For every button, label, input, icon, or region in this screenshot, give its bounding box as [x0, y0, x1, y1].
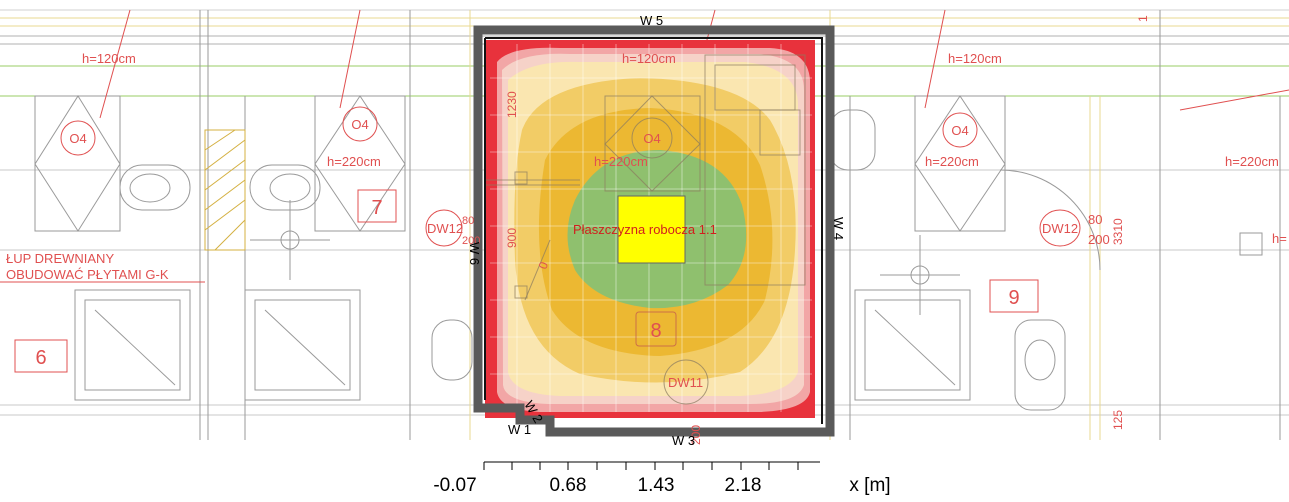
height-labels: h=120cm h=120cm h=120cm h=220cm h=220cm …: [82, 51, 1287, 246]
height-label-door-center: h=220cm: [594, 154, 648, 169]
height-label-door-left: h=220cm: [327, 154, 381, 169]
structural-note: ŁUP DREWNIANY OBUDOWAĆ PŁYTAMI G-K: [6, 251, 169, 282]
window-tag-left: O4: [69, 131, 86, 146]
x-axis: [483, 461, 820, 470]
height-label-door-far-right: h=220cm: [1225, 154, 1279, 169]
door-tag-right-circle: [1039, 209, 1081, 247]
door-tag-left-circle: [425, 209, 463, 247]
wall-label-right: W 4: [831, 217, 846, 240]
height-label-window-center: h=120cm: [622, 51, 676, 66]
workplane-rectangle: [617, 195, 686, 264]
dimension-900: 900: [505, 228, 519, 248]
x-tick-label-2: 0.68: [550, 475, 587, 496]
door-size-left-top: 80: [462, 215, 474, 227]
wall-label-top: W 5: [640, 13, 663, 28]
room-number-6: 6: [35, 347, 46, 369]
dimension-125: 125: [1111, 410, 1125, 430]
room-walls: [473, 25, 835, 437]
window-tags: [60, 106, 978, 156]
height-label-far-right-clip: h=: [1272, 231, 1287, 246]
room-number-9: 9: [1008, 287, 1019, 309]
height-label-door-right: h=220cm: [925, 154, 979, 169]
room-overlay: [485, 54, 806, 405]
height-label-window-right: h=120cm: [948, 51, 1002, 66]
window-tag-room: O4: [643, 131, 660, 146]
dimension-1: 1: [1136, 15, 1150, 22]
wall-label-left: W 6: [467, 242, 482, 265]
window-tag-center-left: O4: [351, 117, 368, 132]
room-numbers: [14, 189, 1039, 373]
door-size-right-top: 80: [1088, 212, 1102, 227]
dimension-200: 200: [689, 425, 703, 445]
room-number-8: 8: [650, 320, 661, 342]
dimension-3310: 3310: [1111, 218, 1125, 245]
workplane-label: Płaszczyzna robocza 1.1: [573, 222, 717, 237]
dimension-0: 0: [536, 260, 552, 271]
window-tag-right: O4: [951, 123, 968, 138]
room-number-7: 7: [371, 197, 382, 219]
x-tick-label-1: -0.07: [433, 475, 476, 496]
x-axis-label: x [m]: [849, 475, 890, 496]
x-tick-label-3: 1.43: [638, 475, 675, 496]
calc-grid: [490, 44, 812, 412]
door-tag-right: DW12: [1042, 221, 1078, 236]
door-size-right-bottom: 200: [1088, 232, 1110, 247]
height-label-window-left: h=120cm: [82, 51, 136, 66]
note-line-2: OBUDOWAĆ PŁYTAMI G-K: [6, 267, 169, 282]
door-size-left-bottom: 200: [462, 235, 480, 247]
note-line-1: ŁUP DREWNIANY: [6, 251, 114, 266]
wall-label-bottom-left: W 1: [508, 422, 531, 437]
wall-label-bottom: W 3: [672, 433, 695, 448]
dimension-1230: 1230: [505, 91, 519, 118]
door-tag-left: DW12: [427, 221, 463, 236]
door-tag-bottom: DW11: [668, 375, 703, 390]
x-tick-label-4: 2.18: [725, 475, 762, 496]
